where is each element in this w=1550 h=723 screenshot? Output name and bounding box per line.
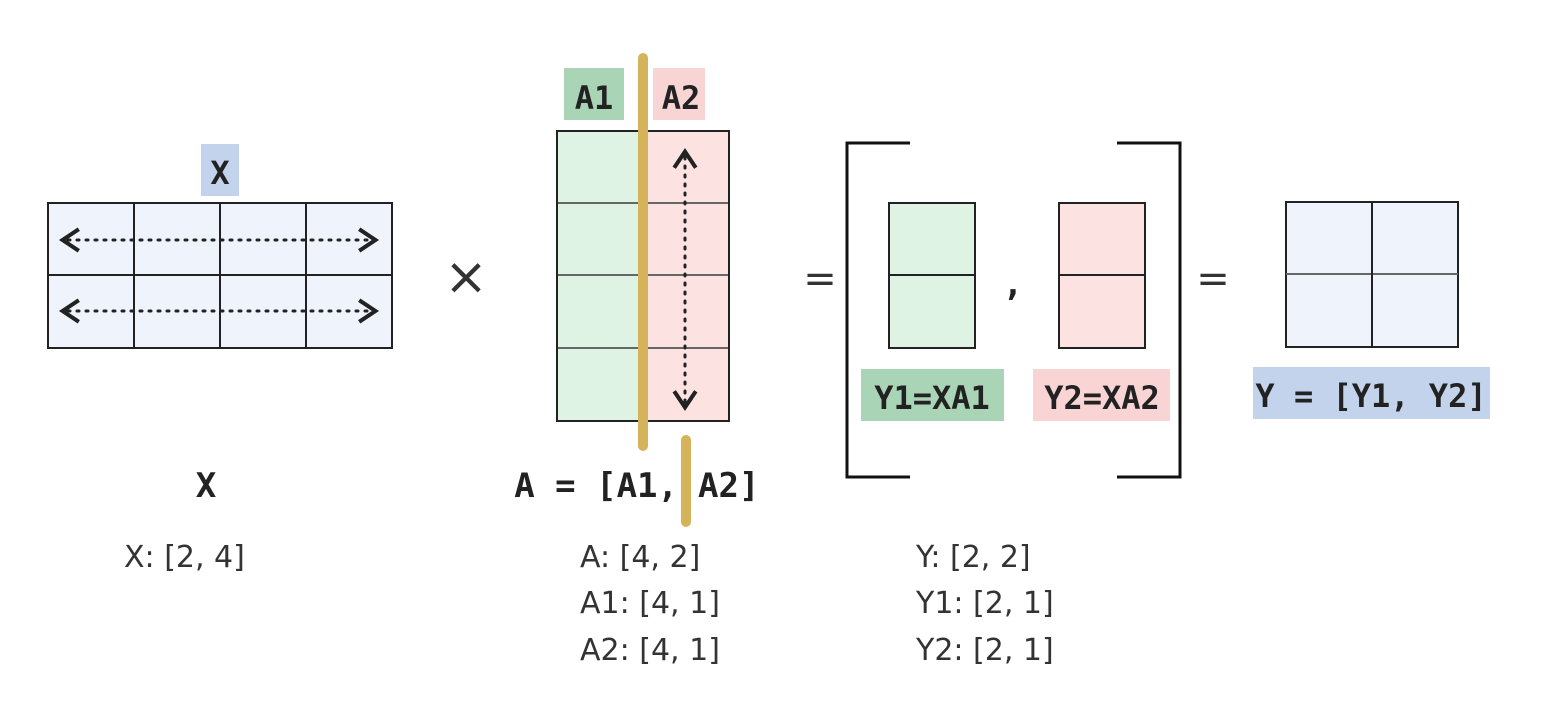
x-tag-bg — [201, 144, 239, 196]
x-tag-label: X — [210, 154, 229, 192]
y-partial-results: , Y1=XA1 Y2=XA2 Y: [2, 2] Y1: [2, 1] Y2:… — [845, 141, 1182, 668]
a1-shape: A1: [4, 1] — [580, 586, 720, 621]
x-grid — [47, 202, 393, 349]
y2-tag-bg — [1033, 369, 1170, 421]
y-matrix: Y = [Y1, Y2] — [1253, 201, 1490, 419]
y1-tag-label: Y1=XA1 — [874, 379, 990, 417]
a2-shape: A2: [4, 1] — [580, 633, 720, 668]
left-bracket — [845, 141, 910, 479]
y2-tag-label: Y2=XA2 — [1044, 379, 1160, 417]
a1-tag-label: A1 — [575, 79, 614, 117]
a2-tag-label: A2 — [662, 79, 701, 117]
y-tag-bg — [1253, 367, 1490, 419]
a1-tag-bg — [564, 68, 624, 120]
y-tag-label: Y = [Y1, Y2] — [1255, 377, 1486, 415]
x-caption: X — [196, 466, 217, 506]
separator-comma: , — [1003, 264, 1023, 304]
equals-sign: = — [803, 256, 837, 302]
x-matrix: X X X: [2, 4] — [47, 144, 393, 575]
a2-tag-bg — [653, 68, 705, 120]
x-shape: X: [2, 4] — [124, 540, 245, 575]
a-caption-left: A = [A1, — [514, 466, 678, 506]
equals-sign: = — [1196, 256, 1230, 302]
y2-shape: Y2: [2, 1] — [915, 633, 1054, 668]
y-shape: Y: [2, 2] — [915, 540, 1031, 575]
a-caption-right: A2] — [698, 466, 759, 506]
y1-shape: Y1: [2, 1] — [915, 586, 1054, 621]
a-matrix: A1 A2 A = [A1, A2] A: [4, 2] A1: [4, 1] … — [514, 53, 759, 668]
y1-tag-bg — [861, 369, 1004, 421]
multiply-sign: × — [444, 247, 488, 307]
a-shape: A: [4, 2] — [580, 540, 700, 575]
right-bracket — [1117, 141, 1182, 479]
